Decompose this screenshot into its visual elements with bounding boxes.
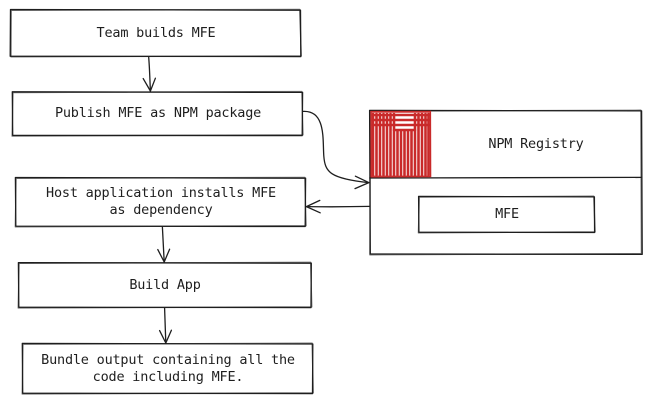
arrow-publish-to-registry	[302, 110, 370, 190]
arrow-registry-to-host	[305, 199, 371, 214]
host-installs-label: Host application installs MFE as depende…	[46, 185, 276, 218]
arrow-host-to-build	[157, 226, 171, 263]
npm-logo-icon	[370, 110, 432, 178]
host-installs-box	[14, 176, 307, 228]
bundle-output-label: Bundle output containing all the code in…	[41, 351, 295, 385]
bundle-output-box	[21, 342, 314, 395]
registry-title: NPM Registry	[488, 135, 584, 152]
publish-label: Publish MFE as NPM package	[54, 105, 262, 121]
arrow-team-to-publish	[142, 56, 157, 92]
team-builds-label: Team builds MFE	[96, 25, 216, 41]
team-builds-box	[9, 8, 302, 58]
registry-item-box	[417, 195, 596, 234]
build-app-box	[17, 261, 313, 309]
publish-box	[11, 90, 304, 137]
registry-item-label: MFE	[495, 206, 519, 222]
arrow-build-to-bundle	[158, 307, 173, 344]
build-app-label: Build App	[129, 276, 201, 293]
